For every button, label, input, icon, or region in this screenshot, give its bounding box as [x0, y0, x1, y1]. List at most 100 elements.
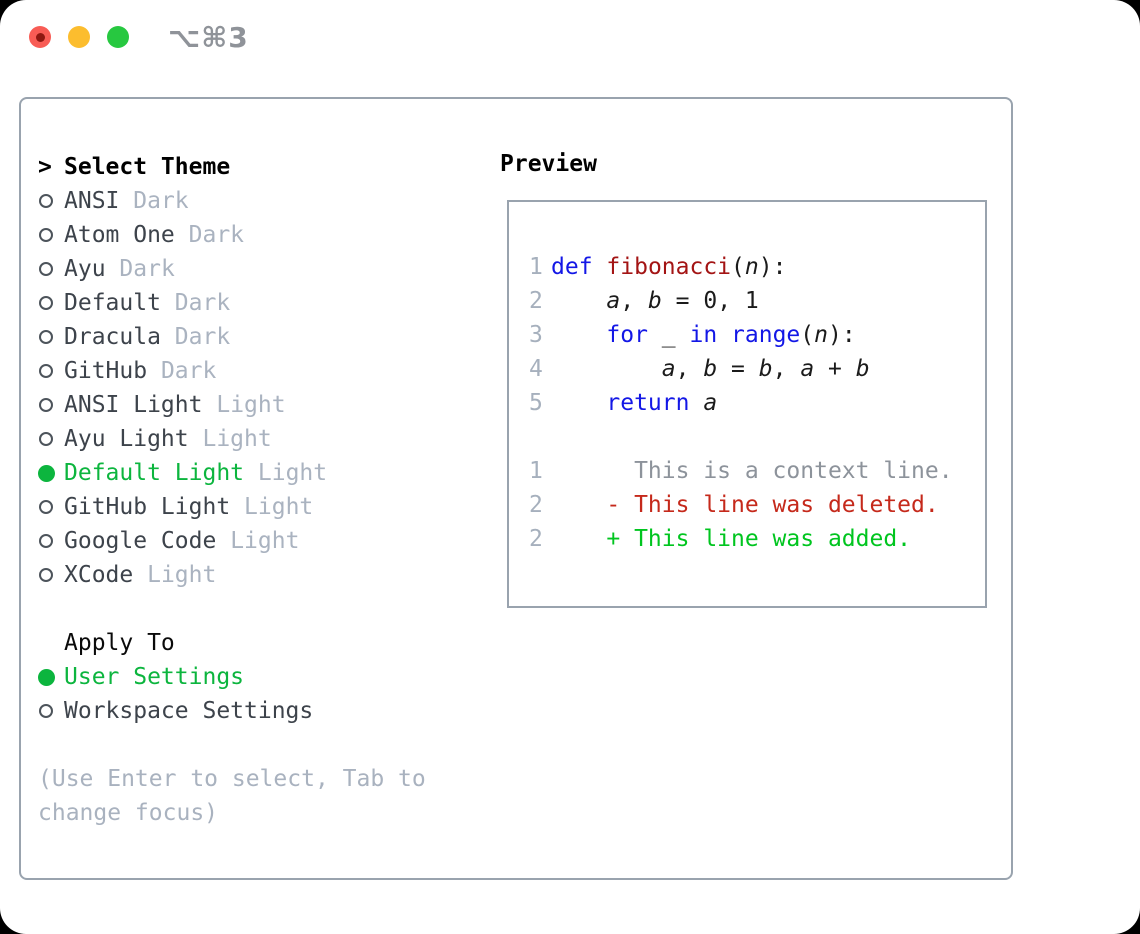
theme-option-label: Ayu Light Light — [64, 426, 272, 452]
line-number: 3 — [529, 322, 543, 348]
theme-variant: Dark — [174, 324, 231, 350]
zoom-button[interactable] — [107, 26, 129, 48]
window-shortcut-label: ⌥⌘3 — [168, 21, 249, 54]
theme-variant: Light — [147, 562, 217, 588]
theme-option-default[interactable]: Default Dark — [38, 286, 436, 320]
radio-icon — [39, 398, 53, 412]
diff-line-context: 1 This is a context line. — [529, 454, 985, 488]
hint-text: (Use Enter to select, Tab to change focu… — [38, 766, 426, 826]
code-line: 3 for _ in range(n): — [529, 318, 985, 352]
radio-icon — [39, 534, 53, 548]
theme-name: ANSI Light — [64, 392, 203, 418]
theme-option-dracula[interactable]: Dracula Dark — [38, 320, 436, 354]
theme-option-label: GitHub Dark — [64, 358, 216, 384]
theme-option-label: Dracula Dark — [64, 324, 230, 350]
theme-name: ANSI — [64, 188, 120, 214]
theme-option-label: Default Light Light — [64, 460, 327, 486]
close-button[interactable] — [29, 26, 51, 48]
line-number: 2 — [529, 492, 543, 518]
theme-name: XCode — [64, 562, 134, 588]
diff-text: This is a context line. — [551, 458, 953, 484]
theme-option-atom-one[interactable]: Atom One Dark — [38, 218, 436, 252]
theme-name: Google Code — [64, 528, 217, 554]
theme-variant: Light — [230, 528, 300, 554]
code-text: def fibonacci(n): — [551, 254, 787, 280]
diff-line-added: 2 + This line was added. — [529, 522, 985, 556]
radio-icon — [39, 500, 53, 514]
line-number: 1 — [529, 458, 543, 484]
theme-option-github[interactable]: GitHub Dark — [38, 354, 436, 388]
radio-icon — [39, 704, 53, 718]
code-line: 2 a, b = 0, 1 — [529, 284, 985, 318]
theme-option-label: ANSI Dark — [64, 188, 189, 214]
apply-option-user-settings[interactable]: User Settings — [38, 660, 436, 694]
preview-title: Preview — [500, 151, 597, 177]
radio-icon — [39, 296, 53, 310]
theme-name: GitHub Light — [64, 494, 231, 520]
apply-option-workspace-settings[interactable]: Workspace Settings — [38, 694, 436, 728]
theme-variant: Light — [244, 494, 314, 520]
theme-option-label: Default Dark — [64, 290, 230, 316]
select-theme-title: Select Theme — [64, 154, 231, 180]
line-number: 2 — [529, 288, 543, 314]
spacer — [38, 728, 436, 762]
theme-name: Default Light — [64, 460, 245, 486]
diff-line-deleted: 2 - This line was deleted. — [529, 488, 985, 522]
theme-option-ansi[interactable]: ANSI Dark — [38, 184, 436, 218]
theme-name: Default — [64, 290, 161, 316]
theme-option-ansi-light[interactable]: ANSI Light Light — [38, 388, 436, 422]
spacer — [38, 592, 436, 626]
theme-variant: Dark — [133, 188, 189, 214]
theme-option-label: ANSI Light Light — [64, 392, 286, 418]
code-line: 4 a, b = b, a + b — [529, 352, 985, 386]
radio-selected-icon — [38, 464, 55, 482]
apply-to-title: Apply To — [64, 630, 175, 656]
line-number: 1 — [529, 254, 543, 280]
theme-variant: Dark — [119, 256, 175, 282]
theme-option-github-light[interactable]: GitHub Light Light — [38, 490, 436, 524]
apply-to-title-row: Apply To — [38, 626, 436, 660]
theme-name: Ayu Light — [64, 426, 189, 452]
theme-option-ayu[interactable]: Ayu Dark — [38, 252, 436, 286]
radio-icon — [39, 568, 53, 582]
theme-variant: Light — [202, 426, 272, 452]
close-dot-icon — [35, 32, 45, 42]
code-text: return a — [606, 390, 718, 416]
minimize-button[interactable] — [68, 26, 90, 48]
theme-option-label: GitHub Light Light — [64, 494, 313, 520]
line-number: 5 — [529, 390, 543, 416]
theme-variant: Dark — [160, 358, 217, 384]
theme-option-label: Atom One Dark — [64, 222, 244, 248]
apply-option-label: Workspace Settings — [64, 698, 314, 724]
radio-icon — [39, 194, 53, 208]
theme-variant: Light — [257, 460, 328, 486]
theme-option-default-light[interactable]: Default Light Light — [38, 456, 436, 490]
theme-option-label: Google Code Light — [64, 528, 299, 554]
theme-variant: Dark — [188, 222, 245, 248]
radio-selected-icon — [38, 668, 55, 686]
code-line: 5 return a — [529, 386, 985, 420]
titlebar: ⌥⌘3 — [0, 0, 1140, 75]
code-text: for _ in range(n): — [606, 322, 856, 348]
line-number: 2 — [529, 526, 543, 552]
theme-option-label: XCode Light — [64, 562, 216, 588]
theme-option-ayu-light[interactable]: Ayu Light Light — [38, 422, 436, 456]
code-line: 1 def fibonacci(n): — [529, 250, 985, 284]
traffic-lights — [29, 26, 129, 48]
prompt-caret: > — [38, 154, 52, 180]
apply-option-label: User Settings — [64, 664, 245, 690]
theme-option-google-code[interactable]: Google Code Light — [38, 524, 436, 558]
diff-text: + This line was added. — [551, 526, 912, 552]
theme-option-label: Ayu Dark — [64, 256, 175, 282]
radio-icon — [39, 364, 53, 378]
theme-name: Atom One — [64, 222, 175, 248]
radio-icon — [39, 330, 53, 344]
theme-option-xcode[interactable]: XCode Light — [38, 558, 436, 592]
select-theme-title-row: > Select Theme — [38, 150, 436, 184]
